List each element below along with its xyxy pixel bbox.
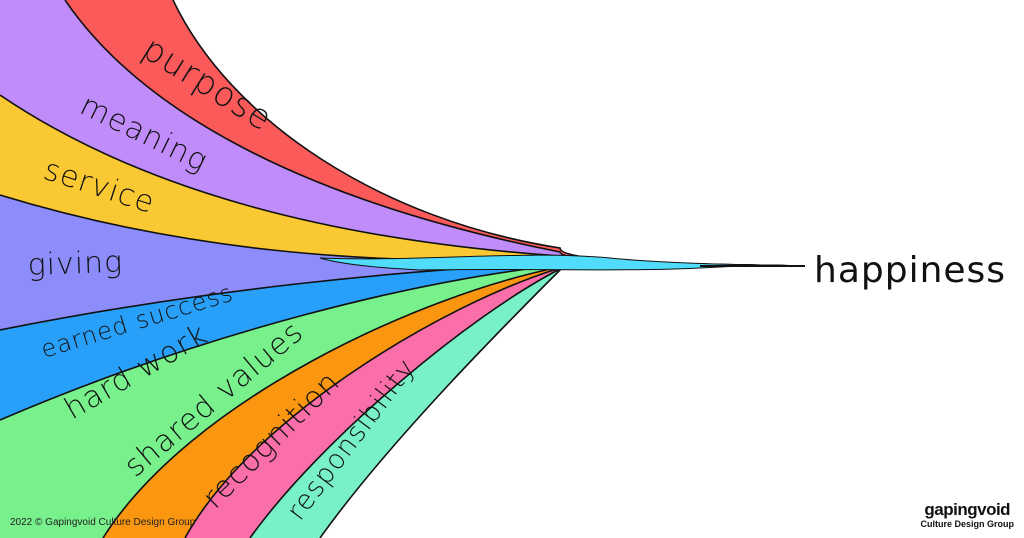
band-meaning xyxy=(0,0,800,266)
strand-layer xyxy=(319,254,805,271)
accent-strand xyxy=(319,254,761,271)
brand-logo: gapingvoid Culture Design Group xyxy=(920,501,1014,530)
band-service xyxy=(0,95,800,266)
copyright-notice: 2022 © Gapingvoid Culture Design Group xyxy=(10,517,196,528)
band-label-giving: giving xyxy=(27,245,124,283)
brand-subtitle: Culture Design Group xyxy=(920,519,1014,529)
band-recognition xyxy=(185,264,800,538)
brand-name: gapingvoid xyxy=(924,500,1011,519)
happiness-label: happiness xyxy=(814,250,1006,291)
band-shared-values xyxy=(103,263,800,538)
band-responsibility xyxy=(250,264,800,538)
band-earned-success xyxy=(0,262,800,420)
band-purpose xyxy=(65,0,800,266)
